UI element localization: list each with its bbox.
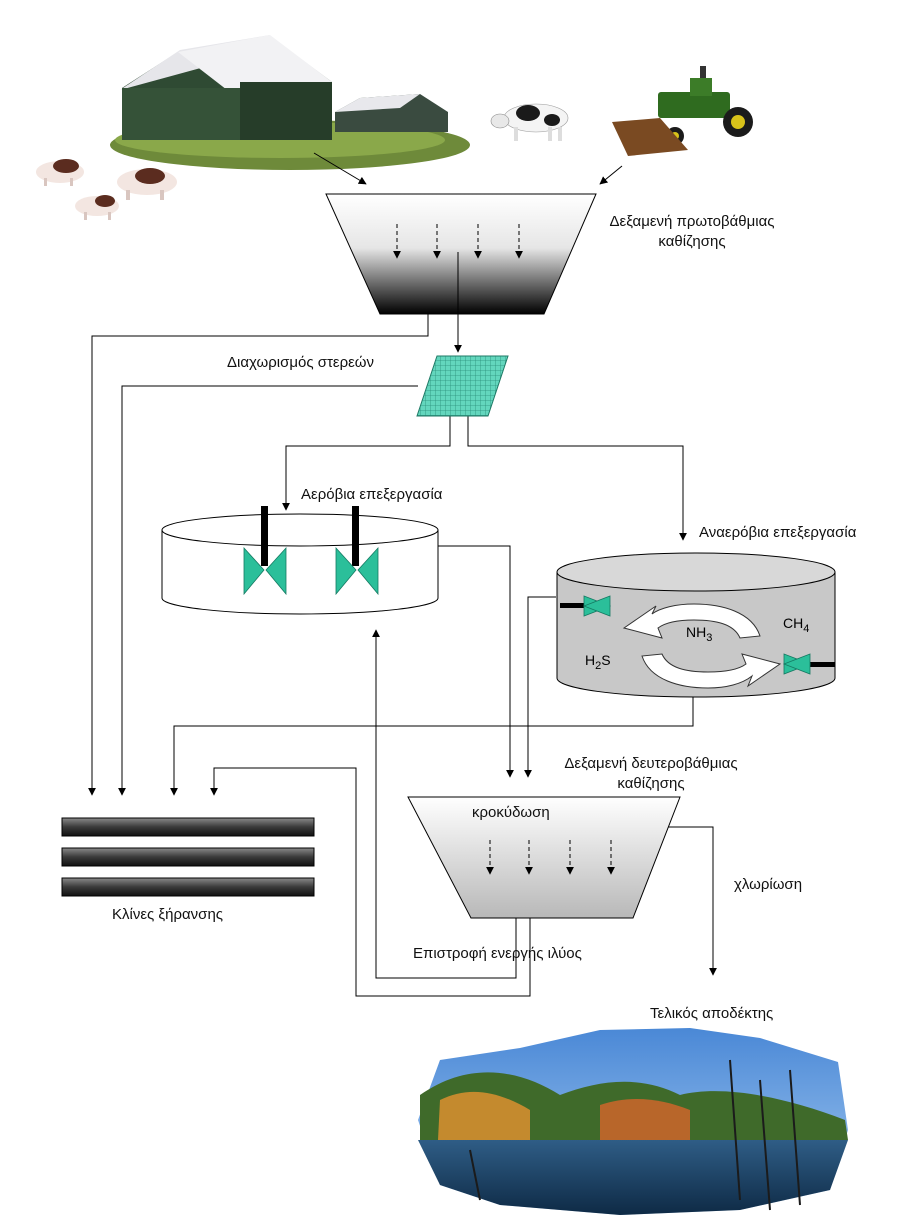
ammonia-formula: NH3 [686,624,712,644]
lake-landscape-icon [418,1028,848,1215]
drying-beds-label: Κλίνες ξήρανσης [112,906,224,923]
aerobic-treatment-label: Αερόβια επεξεργασία [301,486,443,503]
secondary-tank-label: Δεξαμενή δευτεροβάθμιας καθίζησης [552,754,750,794]
hydrogen-sulfide-formula: H2S [585,652,611,672]
anaerobic-treatment-label: Αναερόβια επεξεργασία [699,524,857,541]
secondary-tank-label-line2: καθίζησης [617,775,685,792]
flocculation-label: κροκύδωση [472,804,550,821]
final-receiver-label: Τελικός αποδέκτης [650,1005,774,1022]
primary-settling-tank [325,193,597,315]
activated-sludge-return-label: Επιστροφή ενεργής ιλύος [413,945,582,962]
chlorination-label: χλωρίωση [734,876,803,893]
secondary-tank-label-line1: Δεξαμενή δευτεροβάθμιας [564,755,738,772]
drying-beds [61,817,315,897]
secondary-settling-tank [407,796,681,919]
anaerobic-valve-left [560,595,612,617]
aerobic-tank [161,513,439,615]
primary-tank-label-line2: καθίζησης [658,233,726,250]
secondary-settling-arrows [486,840,615,875]
aerator-mixer-2 [335,506,379,596]
solids-separation-screen [416,355,509,417]
pig-icon [36,159,177,220]
recirculation-arrows-icon [622,603,782,689]
primary-settling-arrows [393,224,523,259]
primary-tank-label-line1: Δεξαμενή πρωτοβάθμιας [609,213,775,230]
aerator-mixer-1 [243,506,287,596]
methane-formula: CH4 [783,615,809,635]
flow-lines [88,152,717,997]
barn-icon [110,35,470,170]
solids-separation-label: Διαχωρισμός στερεών [227,354,375,371]
cow-icon [490,103,569,141]
primary-tank-label: Δεξαμενή πρωτοβάθμιας καθίζησης [595,212,789,252]
anaerobic-valve-right [782,653,835,675]
tractor-icon [612,66,753,156]
